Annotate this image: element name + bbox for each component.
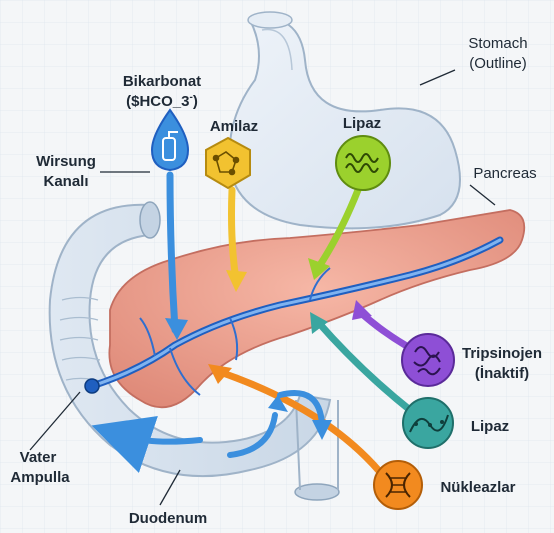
wirsung-label: Wirsung xyxy=(36,153,96,170)
stomach-sublabel: (Outline) xyxy=(469,55,527,72)
helix-icon xyxy=(403,398,453,448)
tripsinojen-sublabel: (İnaktif) xyxy=(475,365,529,382)
tangled-protein-icon xyxy=(402,334,454,386)
stomach-label: Stomach xyxy=(468,35,527,52)
wave-icon xyxy=(336,136,390,190)
bikarbonat-label: Bikarbonat xyxy=(123,73,201,90)
bikarbonat-formula: ($HCO_3-) xyxy=(126,92,198,110)
dna-icon xyxy=(374,461,422,509)
duodenum-opening-bottom xyxy=(295,484,339,500)
vater-label: Vater xyxy=(20,449,57,466)
wirsung-sublabel: Kanalı xyxy=(43,173,88,190)
amilaz-label: Amilaz xyxy=(210,118,258,135)
duodenum-opening-top xyxy=(140,202,160,238)
lipaz-top-label: Lipaz xyxy=(343,115,381,132)
vater-ampulla-point xyxy=(85,379,99,393)
duodenum-label: Duodenum xyxy=(129,510,207,527)
nukleazlar-label: Nükleazlar xyxy=(440,479,515,496)
tripsinojen-label: Tripsinojen xyxy=(462,345,542,362)
pancreas-label: Pancreas xyxy=(473,165,536,182)
lipaz-bottom-label: Lipaz xyxy=(471,418,509,435)
vater-sublabel: Ampulla xyxy=(10,469,70,486)
esophagus-opening xyxy=(248,12,292,28)
